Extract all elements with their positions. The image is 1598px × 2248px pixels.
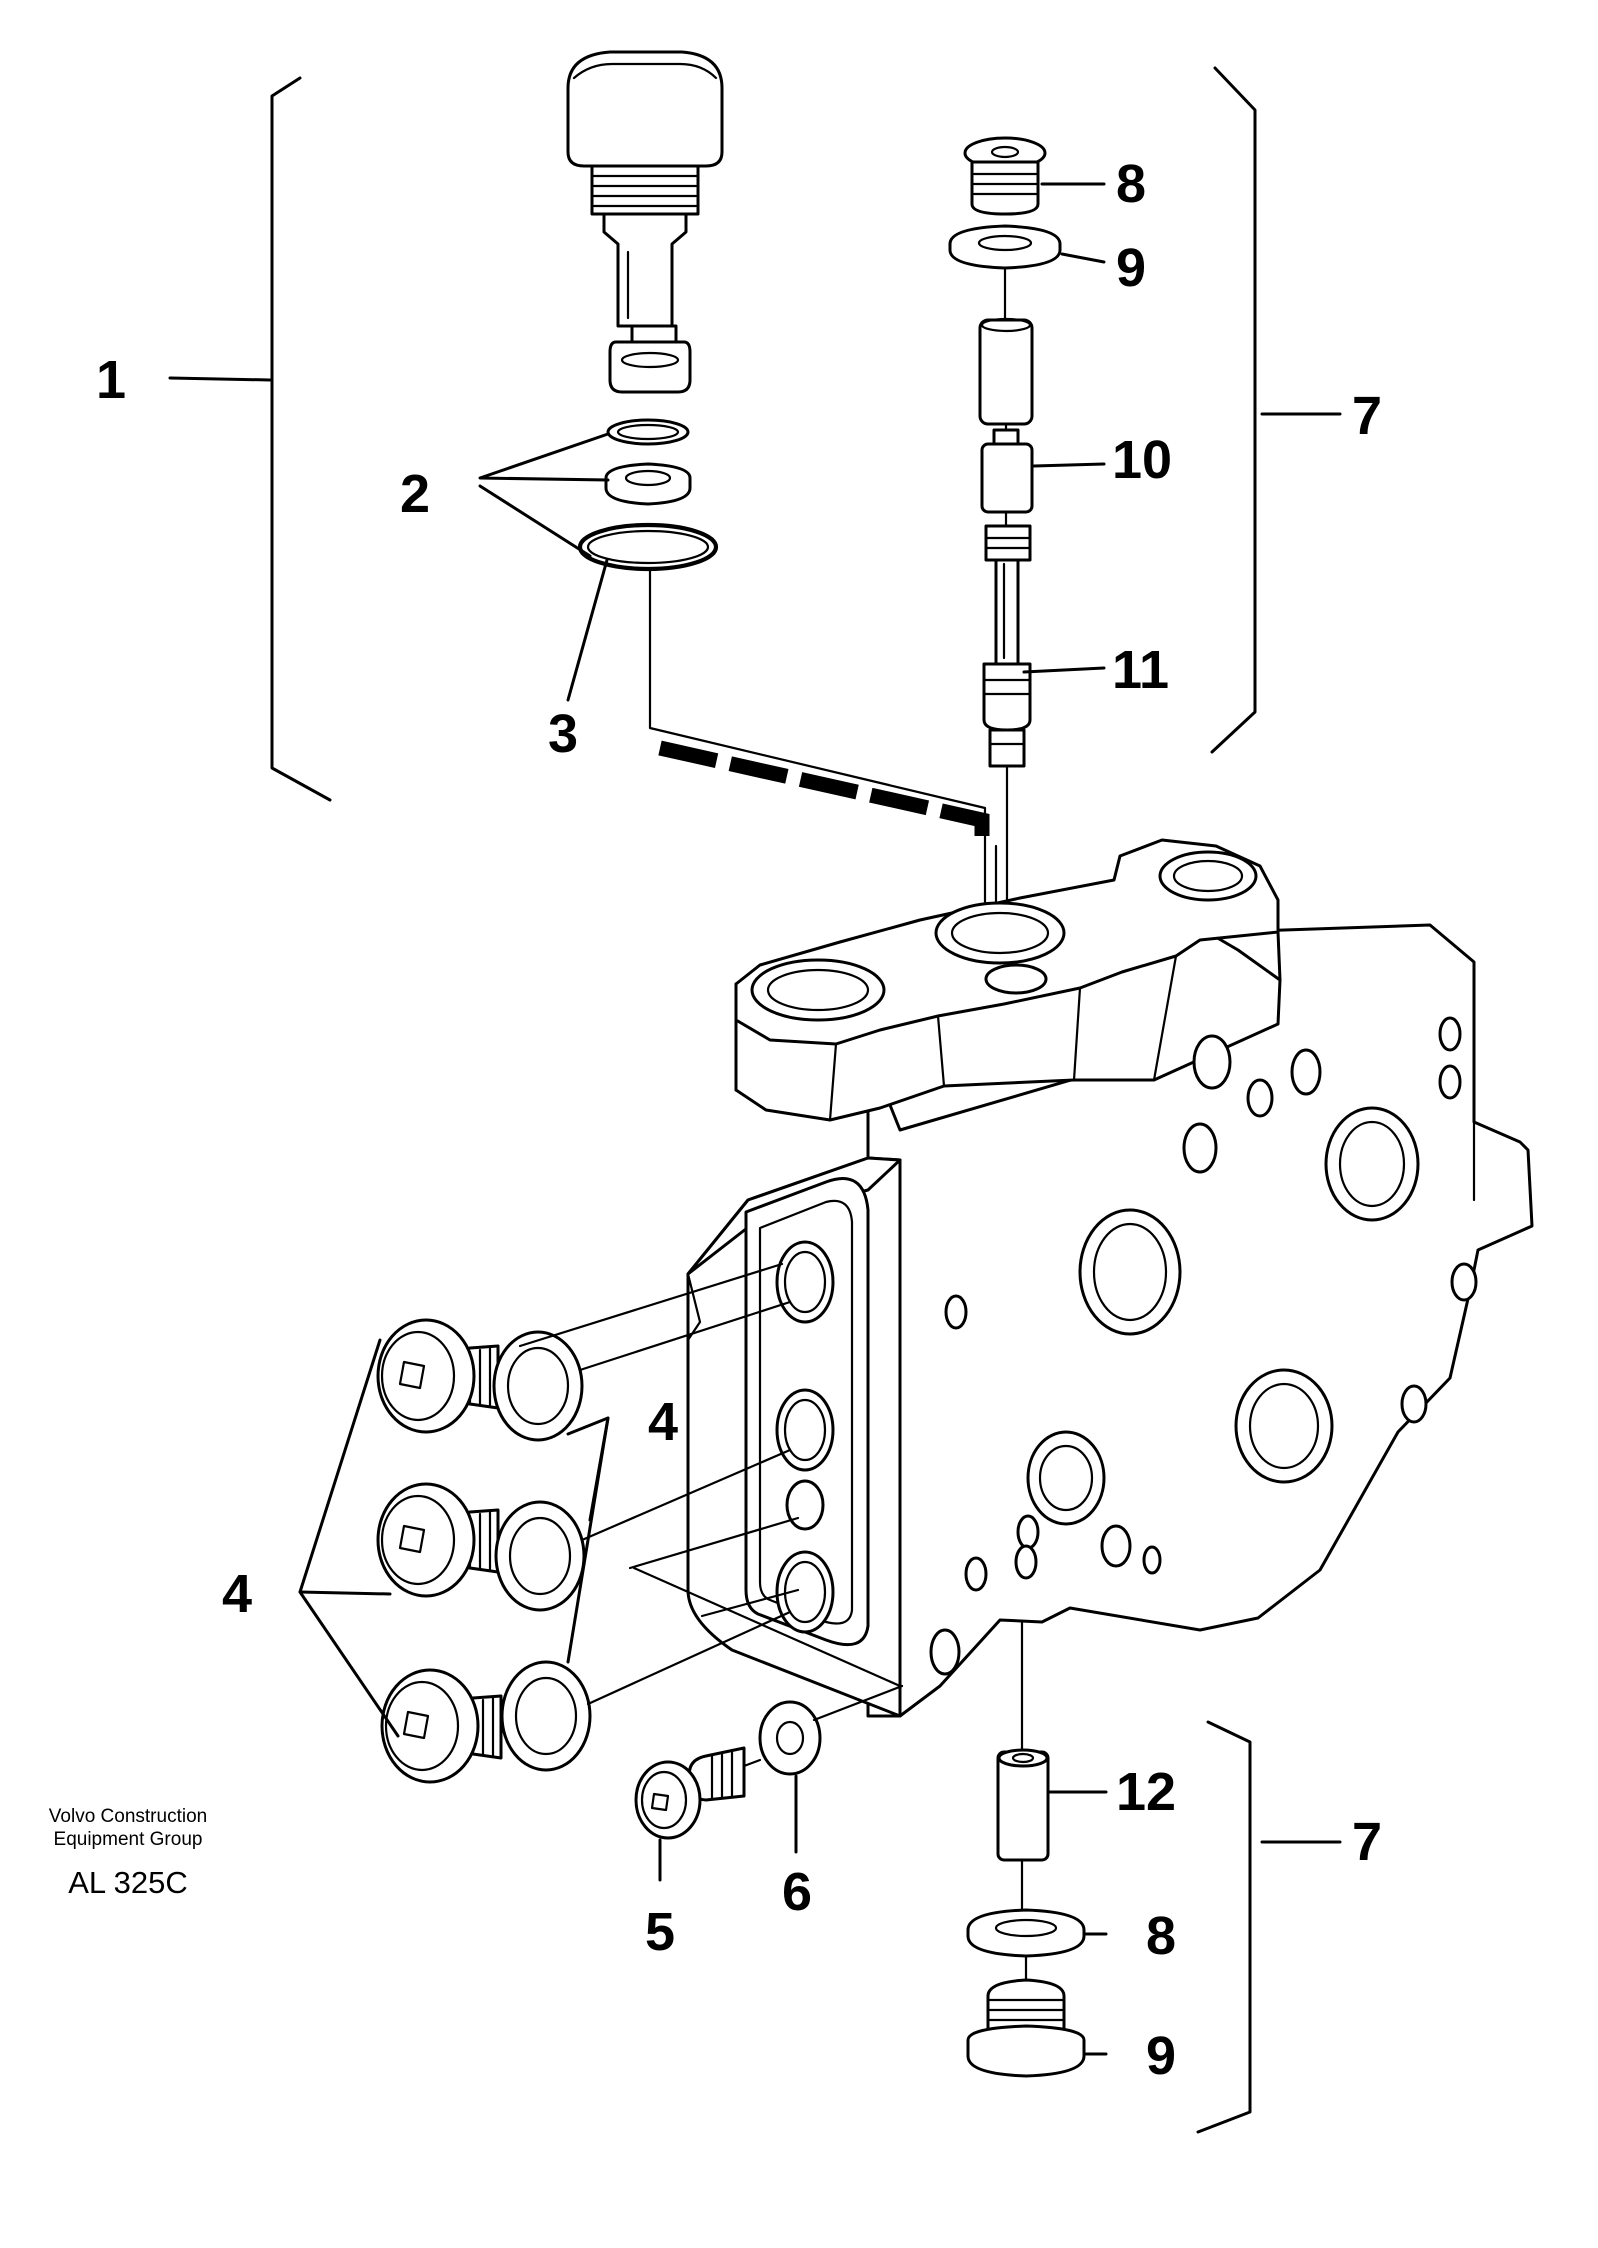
- bracket-1: [270, 76, 332, 802]
- lower-plunger-stack: [966, 1620, 1086, 2078]
- assembly-lines: [648, 568, 1009, 942]
- callout-8-top: 8: [1116, 154, 1146, 214]
- callout-4-left: 4: [222, 1564, 252, 1624]
- plugs-and-seals-4: [376, 1318, 592, 1784]
- callout-9-top: 9: [1116, 238, 1146, 298]
- relief-valve-cartridge: [566, 50, 724, 394]
- figure-code: AL 325C: [68, 1865, 188, 1900]
- screw-5-and-washer-6: [634, 1684, 904, 1840]
- callout-9-bottom: 9: [1146, 2026, 1176, 2086]
- credit-line-2: Equipment Group: [54, 1829, 203, 1850]
- leader-lines: [168, 182, 1342, 2056]
- callout-7-bottom: 7: [1352, 1812, 1382, 1872]
- brackets: [270, 66, 1257, 2134]
- callout-11: 11: [1112, 640, 1169, 700]
- callout-8-bottom: 8: [1146, 1906, 1176, 1966]
- upper-plunger-stack: [948, 136, 1062, 768]
- callout-12: 12: [1116, 1762, 1176, 1822]
- callout-1: 1: [96, 350, 126, 410]
- callout-3: 3: [548, 704, 578, 764]
- callout-labels: 1 2 3 8 9 7 10 11 4 4 12 7 8 9 5 6: [96, 154, 1382, 2086]
- callout-6: 6: [782, 1862, 812, 1922]
- bracket-7-bottom: [1196, 1720, 1252, 2134]
- callout-5: 5: [645, 1902, 675, 1962]
- credit-block: Volvo Construction Equipment Group AL 32…: [49, 1806, 207, 1900]
- bracket-7-top: [1210, 66, 1257, 754]
- callout-4-center: 4: [648, 1392, 678, 1452]
- callout-2: 2: [400, 464, 430, 524]
- o-ring-3: [577, 522, 719, 572]
- credit-line-1: Volvo Construction: [49, 1806, 207, 1827]
- callout-7-top: 7: [1352, 386, 1382, 446]
- callout-10: 10: [1112, 430, 1172, 490]
- hidden-path-dashes: [658, 740, 990, 840]
- valve-section-body: [686, 838, 1534, 1718]
- seal-rings-2: [604, 418, 692, 506]
